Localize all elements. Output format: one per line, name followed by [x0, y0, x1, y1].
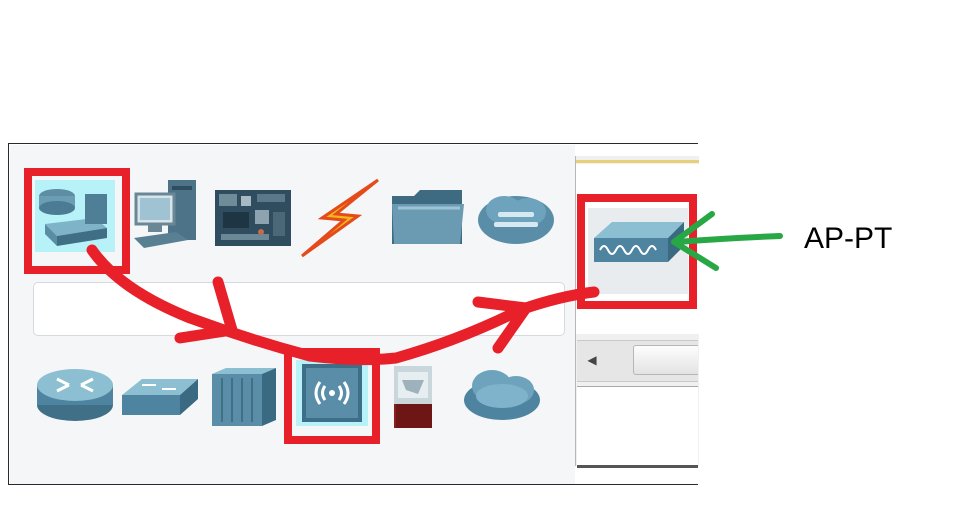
security-icon[interactable] — [392, 364, 436, 430]
device-name-bar — [33, 282, 565, 336]
switch-icon[interactable] — [120, 375, 200, 419]
multiuser-cloud-icon[interactable] — [476, 190, 556, 246]
scroll-thumb[interactable] — [633, 345, 698, 375]
router-icon[interactable] — [35, 365, 115, 425]
miscellaneous-folder-icon[interactable] — [390, 186, 466, 248]
network-devices-icon[interactable] — [35, 180, 115, 252]
wireless-devices-icon[interactable] — [296, 360, 368, 426]
ap-pt-label: AP-PT — [804, 222, 893, 255]
scroll-left-arrow-icon[interactable]: ◀ — [587, 353, 597, 367]
pane-top-border — [576, 160, 699, 163]
hub-icon[interactable] — [212, 368, 276, 426]
highlight-wireless-devices — [284, 348, 380, 444]
device-list-scrollbar[interactable]: ◀ — [577, 340, 698, 382]
highlight-network-devices — [24, 168, 130, 274]
device-info-box — [577, 386, 698, 468]
connections-lightning-icon[interactable] — [300, 178, 380, 258]
end-devices-icon[interactable] — [130, 180, 204, 250]
wan-emulation-cloud-icon[interactable] — [462, 366, 542, 422]
highlight-access-point — [577, 194, 697, 309]
components-board-icon[interactable] — [215, 190, 291, 246]
